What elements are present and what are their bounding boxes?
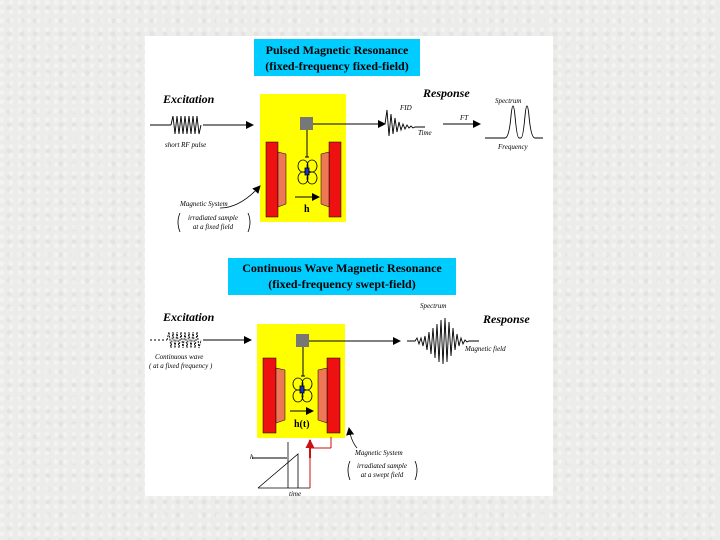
cw-pole-left bbox=[275, 367, 286, 424]
rf-pulse-icon bbox=[170, 115, 202, 135]
pulsed-title-box bbox=[254, 39, 420, 76]
sweep-time-label: time bbox=[289, 490, 301, 496]
cw-magnet-right bbox=[326, 357, 341, 434]
cw-coil-box bbox=[296, 334, 309, 347]
cw-sample-label-line2: at a swept field bbox=[361, 471, 404, 479]
fid-label: FID bbox=[399, 104, 412, 112]
slide: Pulsed Magnetic Resonance (fixed-frequen… bbox=[145, 36, 553, 496]
cw-label-line2: ( at a fixed frequency ) bbox=[149, 362, 213, 370]
pulsed-spectrum-icon bbox=[485, 105, 543, 139]
cw-excitation-label: Excitation bbox=[162, 310, 215, 324]
time-label: Time bbox=[418, 129, 432, 137]
cw-spectrum-label: Spectrum bbox=[420, 302, 446, 310]
frequency-label: Frequency bbox=[497, 143, 529, 151]
cw-response-label: Response bbox=[482, 312, 530, 326]
cw-title-box bbox=[228, 258, 456, 295]
cw-label-line1: Continuous wave bbox=[155, 353, 203, 361]
pulsed-title: Pulsed Magnetic Resonance bbox=[266, 43, 409, 57]
cw-field-label: h(t) bbox=[294, 419, 310, 430]
magnetic-resonance-diagram: Pulsed Magnetic Resonance (fixed-frequen… bbox=[149, 39, 543, 496]
pulsed-coil-box bbox=[300, 117, 313, 130]
pulsed-magnetic-system-label: Magnetic System bbox=[179, 200, 228, 208]
sweep-h-label: h bbox=[250, 453, 254, 461]
pulsed-sample-label-line2: at a fixed field bbox=[193, 223, 234, 231]
continuous-wave-icon bbox=[166, 331, 202, 349]
pulsed-pole-right bbox=[320, 151, 330, 208]
cw-subtitle: (fixed-frequency swept-field) bbox=[268, 277, 415, 291]
pulsed-response-label: Response bbox=[422, 86, 470, 100]
pulsed-sample-label-line1: irradiated sample bbox=[188, 214, 238, 222]
cw-magnet-left bbox=[262, 357, 277, 434]
ft-label: FT bbox=[459, 114, 469, 122]
pulsed-spectrum-label: Spectrum bbox=[495, 97, 521, 105]
pulsed-field-label: h bbox=[304, 204, 310, 215]
pulsed-sample-coil-icon bbox=[297, 159, 318, 185]
pulsed-pole-left bbox=[277, 151, 287, 208]
cw-sample-label-line1: irradiated sample bbox=[357, 462, 407, 470]
pulsed-excitation-label: Excitation bbox=[162, 92, 215, 106]
cw-sample-coil-icon bbox=[292, 377, 313, 403]
pulsed-magnet-left bbox=[265, 141, 279, 218]
pulsed-subtitle: (fixed-frequency fixed-field) bbox=[265, 59, 408, 73]
short-rf-pulse-label: short RF pulse bbox=[165, 141, 206, 149]
cw-pole-right bbox=[317, 367, 328, 424]
cw-magnetic-system-label: Magnetic System bbox=[354, 449, 403, 457]
magnetic-field-label: Magnetic field bbox=[464, 345, 506, 353]
pulsed-magnet-right bbox=[328, 141, 342, 218]
cw-response-signal-icon bbox=[407, 317, 479, 365]
fid-signal-icon bbox=[384, 109, 425, 137]
cw-title: Continuous Wave Magnetic Resonance bbox=[242, 261, 442, 275]
sweep-ramp-icon bbox=[257, 453, 299, 489]
